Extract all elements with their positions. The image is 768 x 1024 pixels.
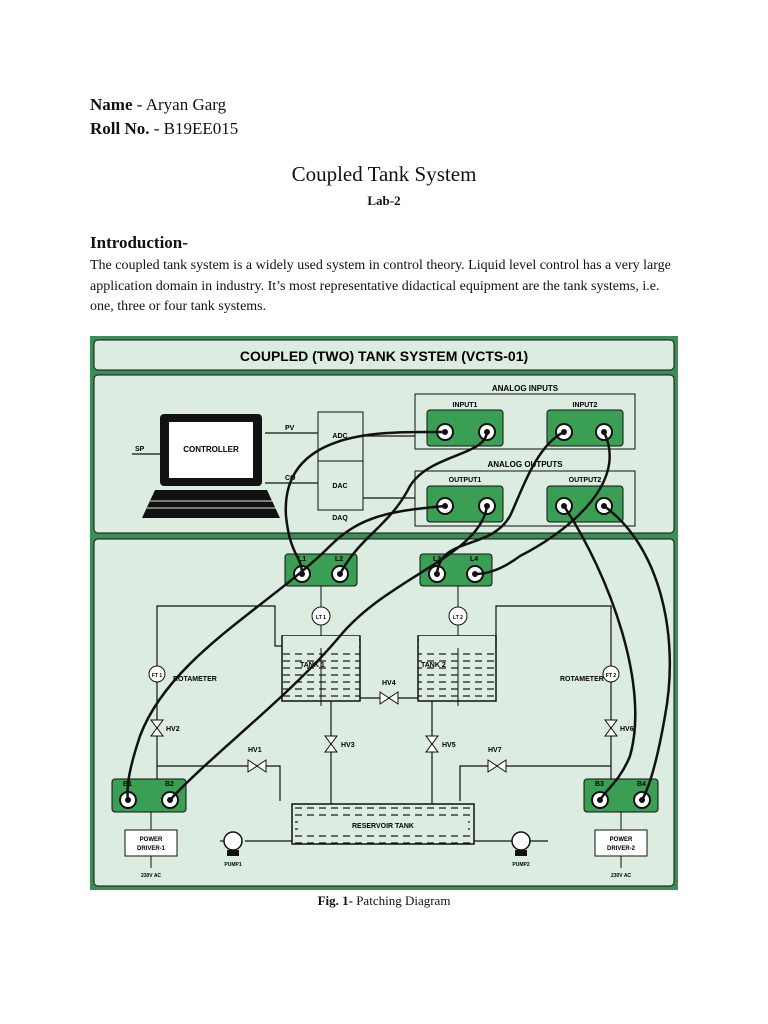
roll-line: Roll No. - B19EE015	[90, 119, 238, 139]
pump1-label: PUMP1	[224, 862, 241, 868]
banner-title: COUPLED (TWO) TANK SYSTEM (VCTS-01)	[240, 348, 528, 364]
roll-value: - B19EE015	[149, 119, 239, 138]
figure-caption: Fig. 1- Patching Diagram	[0, 893, 768, 909]
l1-label: L1	[298, 556, 306, 563]
hv6-label: HV6	[620, 726, 634, 733]
b4-label: B4	[637, 781, 646, 788]
caption-label: Fig. 1-	[317, 893, 353, 908]
power-driver2-line1: POWER	[610, 837, 633, 843]
power-driver1-line1: POWER	[140, 837, 163, 843]
rotameter-right-label: ROTAMETER	[560, 676, 604, 683]
pv-label: PV	[285, 425, 295, 432]
ac-right-label: 230V AC	[611, 873, 631, 879]
ft1-label: FT 1	[152, 673, 162, 679]
b2-label: B2	[165, 781, 174, 788]
input1-label: INPUT1	[453, 402, 478, 409]
hv1-label: HV1	[248, 747, 262, 754]
lt2-label: LT 2	[453, 615, 463, 621]
daq-unit: ADC DAC DAQ	[317, 411, 364, 522]
power-driver-1: POWER DRIVER-1 230V AC	[124, 812, 178, 879]
hv6-valve: HV6	[604, 719, 634, 737]
hv7-valve: HV7	[487, 747, 507, 773]
hv4-label: HV4	[382, 680, 396, 687]
hv7-label: HV7	[488, 747, 502, 754]
pump2-label: PUMP2	[512, 862, 529, 868]
daq-label: DAQ	[332, 515, 348, 522]
tank-2: TANK 2	[417, 635, 497, 702]
sp-label: SP	[135, 446, 145, 453]
patching-diagram: COUPLED (TWO) TANK SYSTEM (VCTS-01) ANAL…	[90, 336, 678, 890]
dac-label: DAC	[332, 483, 347, 490]
document-title: Coupled Tank System	[291, 162, 477, 186]
input2-label: INPUT2	[573, 402, 598, 409]
power-driver-2: POWER DRIVER-2 230V AC	[594, 812, 648, 879]
reservoir-label: RESERVOIR TANK	[352, 823, 414, 830]
lt1-label: LT 1	[316, 615, 326, 621]
power-driver2-line2: DRIVER-2	[607, 846, 636, 852]
introduction-paragraph: The coupled tank system is a widely used…	[90, 258, 671, 314]
introduction-heading: Introduction-	[90, 233, 188, 252]
l3-label: L3	[433, 556, 441, 563]
l3-l4-module: L3 L4	[419, 553, 493, 587]
tank2-label: TANK 2	[421, 662, 446, 669]
pump-1: PUMP1	[223, 831, 243, 868]
name-label: Name	[90, 95, 133, 114]
hv1-valve: HV1	[247, 747, 267, 773]
controller-label: CONTROLLER	[183, 445, 239, 454]
power-driver1-line2: DRIVER-1	[137, 846, 166, 852]
b3-label: B3	[595, 781, 604, 788]
analog-outputs-label: ANALOG OUTPUTS	[487, 460, 563, 469]
output1-label: OUTPUT1	[449, 477, 482, 484]
output2-label: OUTPUT2	[569, 477, 602, 484]
controller-computer: CONTROLLER	[142, 414, 280, 518]
b3-b4-module: B3 B4	[583, 778, 659, 813]
name-value: - Aryan Garg	[132, 95, 227, 114]
tank-1: TANK 1	[281, 635, 361, 702]
l4-label: L4	[470, 556, 478, 563]
rotameter-left-label: ROTAMETER	[173, 676, 217, 683]
hv5-label: HV5	[442, 742, 456, 749]
hv3-valve: HV3	[324, 735, 355, 753]
roll-label: Roll No.	[90, 119, 150, 138]
analog-inputs-label: ANALOG INPUTS	[492, 384, 559, 393]
patch-cables	[126, 430, 671, 801]
caption-text: Patching Diagram	[352, 893, 451, 908]
adc-label: ADC	[332, 433, 347, 440]
document-subtitle: Lab-2	[367, 193, 401, 208]
ft2-label: FT 2	[606, 673, 616, 679]
hv3-label: HV3	[341, 742, 355, 749]
ac-left-label: 230V AC	[141, 873, 161, 879]
l1-l2-module: L1 L2	[284, 553, 358, 587]
hv2-label: HV2	[166, 726, 180, 733]
hv2-valve: HV2	[150, 719, 180, 737]
reservoir-tank: RESERVOIR TANK	[291, 803, 475, 845]
pump-2: PUMP2	[511, 831, 531, 868]
hv5-valve: HV5	[425, 735, 456, 753]
output1-module: OUTPUT1	[426, 477, 504, 523]
l2-label: L2	[335, 556, 343, 563]
name-line: Name - Aryan Garg	[90, 95, 226, 115]
input2-module: INPUT2	[546, 402, 624, 447]
